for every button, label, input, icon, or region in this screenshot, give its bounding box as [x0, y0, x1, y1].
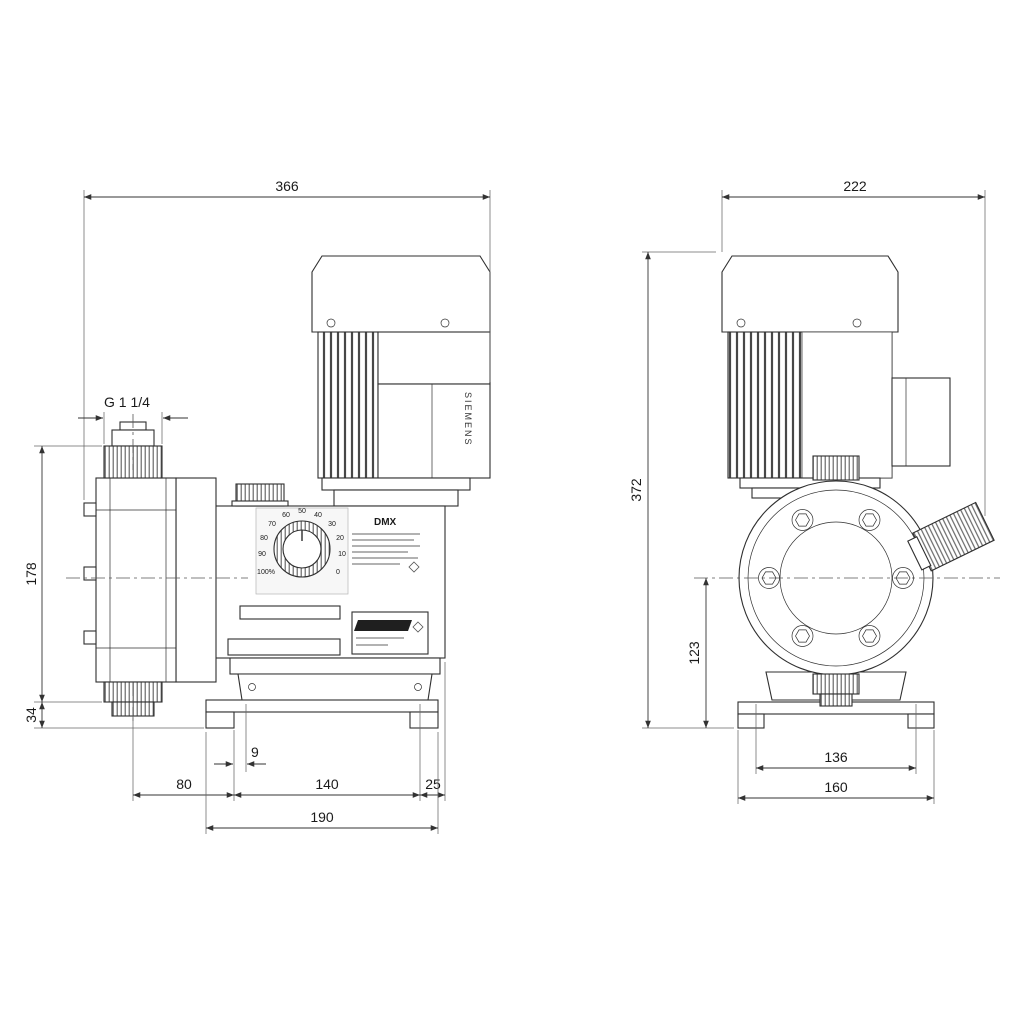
- motor-cap-bolt-icon: [852, 318, 862, 328]
- dim-side-base-width: 190: [205, 732, 439, 834]
- pedestal-bolt-icon: [248, 683, 256, 691]
- hex-bolt-icon: [862, 513, 877, 527]
- head-bolt-icon: [83, 630, 97, 645]
- pump-head-front: [694, 480, 1000, 707]
- coupling-nut: [812, 455, 860, 481]
- nameplate-text: [352, 533, 420, 573]
- body-lower-flange: [229, 657, 441, 675]
- base-foot: [409, 711, 439, 729]
- dial-scale-80: 80: [260, 535, 268, 542]
- motor-front: [721, 255, 951, 499]
- motor-housing: [377, 331, 491, 385]
- base-foot: [737, 713, 765, 729]
- dim-value-190: 190: [310, 809, 334, 825]
- brand-plate: [351, 611, 429, 655]
- dial-scale-30: 30: [328, 521, 336, 528]
- dim-value-9: 9: [251, 744, 259, 760]
- dim-front-bolt-span: 136: [755, 704, 917, 774]
- head-bolt-icon: [83, 502, 97, 517]
- motor-flange-lower: [333, 489, 459, 507]
- body-slot-upper: [239, 605, 341, 620]
- motor-cap-bolt-icon: [326, 318, 336, 328]
- pedestal-bolt-icon: [414, 683, 422, 691]
- motor-side: SIEMENS: [311, 255, 491, 507]
- model-label: DMX: [374, 517, 397, 528]
- dial-scale-40: 40: [314, 512, 322, 519]
- dim-side-overall-width: 366: [83, 178, 491, 500]
- side-view: SIEMENS 100% 90 80 70 60 50 40 30: [23, 178, 491, 834]
- dial-scale-70: 70: [268, 521, 276, 528]
- suction-connection-thread: [812, 673, 860, 695]
- dial-scale-10: 10: [338, 551, 346, 558]
- motor-brand-label: SIEMENS: [463, 392, 473, 447]
- terminal-box: [891, 377, 951, 467]
- approval-mark-icon: [408, 561, 420, 573]
- dim-value-140: 140: [315, 776, 339, 792]
- dim-side-foot-chain: 80 140 25: [132, 662, 446, 801]
- hex-bolt-icon: [862, 629, 877, 643]
- dial-scale-0: 0: [336, 569, 340, 576]
- dial-scale-20: 20: [336, 535, 344, 542]
- hex-bolt-icon: [795, 629, 810, 643]
- dim-thread-size: G 1 1/4: [78, 394, 188, 444]
- hex-bolt-icon: [795, 513, 810, 527]
- dim-value-123: 123: [686, 641, 702, 665]
- vent-knob-base: [231, 500, 289, 507]
- dim-side-base-height: 34: [23, 702, 204, 729]
- dim-value-25: 25: [425, 776, 441, 792]
- base-side: [205, 657, 441, 729]
- dim-front-base-width: 160: [737, 730, 935, 804]
- dim-value-178: 178: [23, 562, 39, 586]
- stroke-dial: 100% 90 80 70 60 50 40 30 20 10 0: [255, 507, 349, 595]
- dim-value-222: 222: [843, 178, 867, 194]
- motor-cap-bolt-icon: [736, 318, 746, 328]
- motor-cap: [311, 255, 491, 333]
- hex-bolt-icon: [761, 571, 777, 585]
- base-foot: [907, 713, 935, 729]
- dim-value-160: 160: [824, 779, 848, 795]
- base-plate: [205, 699, 439, 713]
- approval-mark-icon: [412, 621, 424, 633]
- dim-value-372: 372: [628, 478, 644, 502]
- dosing-head-side: [66, 414, 248, 724]
- motor-cap-bolt-icon: [440, 318, 450, 328]
- pedestal: [237, 673, 433, 701]
- dim-value-thread: G 1 1/4: [104, 394, 150, 410]
- dial-scale-50: 50: [298, 508, 306, 515]
- dim-side-head-height: 178: [23, 445, 102, 703]
- motor-cap: [721, 255, 899, 333]
- dim-value-34: 34: [23, 707, 39, 723]
- motor-fan-cover: [377, 383, 491, 479]
- hex-bolt-icon: [895, 571, 911, 585]
- head-bolts: [758, 509, 914, 647]
- dim-front-center-height: 123: [686, 578, 709, 728]
- head-bolt-icon: [83, 566, 97, 581]
- dim-value-80: 80: [176, 776, 192, 792]
- dim-side-bolt-offset: 9: [214, 704, 266, 772]
- pump-body-side: 100% 90 80 70 60 50 40 30 20 10 0 DMX: [214, 483, 446, 659]
- discharge-connector-front: [907, 501, 995, 572]
- body-slot-lower: [227, 638, 341, 656]
- base-foot: [205, 711, 235, 729]
- dial-scale-90: 90: [258, 551, 266, 558]
- suction-port-collar: [819, 693, 853, 707]
- dosing-head-plate: [95, 477, 177, 683]
- dim-value-366: 366: [275, 178, 299, 194]
- head-back-flange: [175, 477, 217, 683]
- dial-scale-60: 60: [282, 512, 290, 519]
- brand-wordmark: [354, 620, 412, 631]
- motor-flange-upper: [321, 477, 471, 491]
- dial-scale-100: 100%: [257, 569, 275, 576]
- dim-value-136: 136: [824, 749, 848, 765]
- motor-fins: [317, 331, 379, 479]
- front-view: 222 372 123 136 160: [628, 178, 1000, 804]
- dim-front-overall-width: 222: [721, 178, 986, 516]
- dim-front-overall-height: 372: [628, 251, 734, 729]
